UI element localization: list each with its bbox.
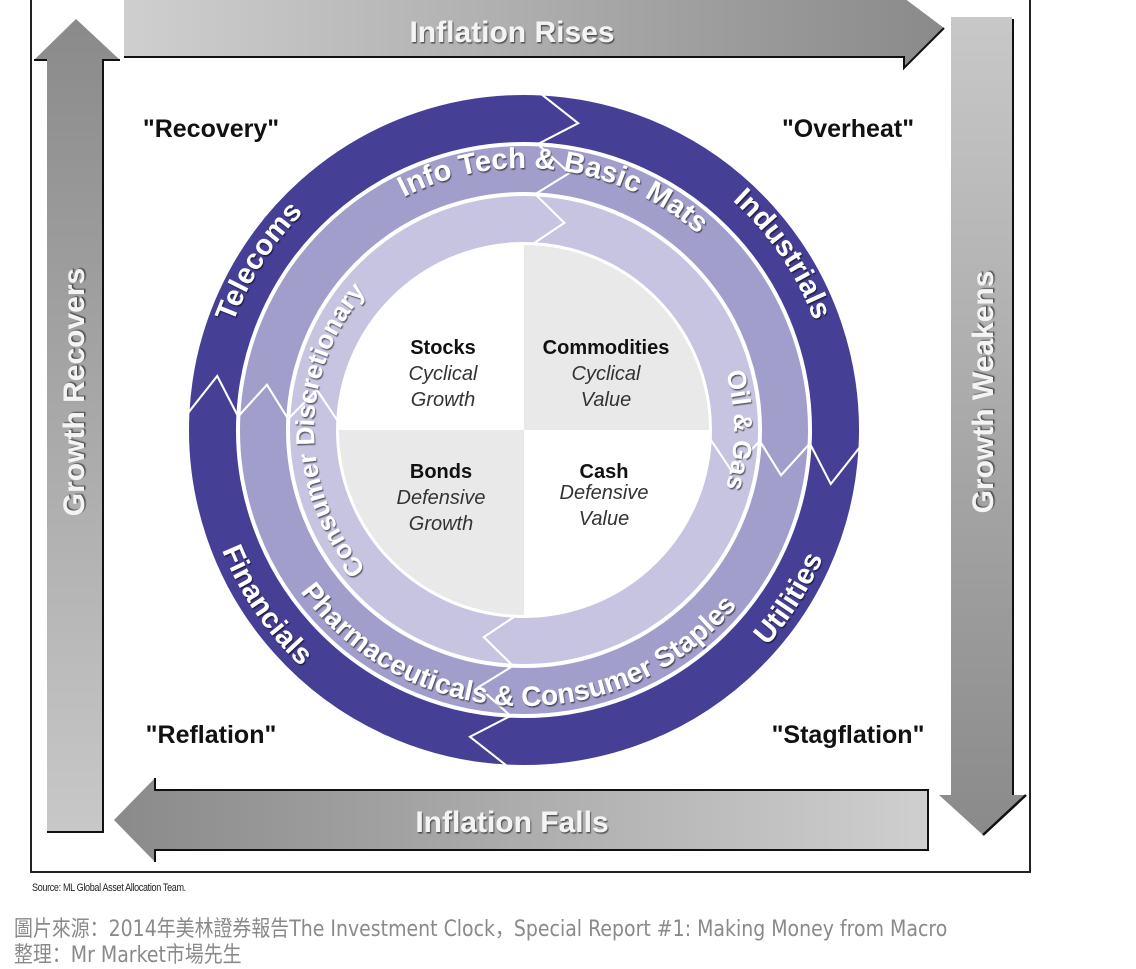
asset-style-bonds-1: Defensive <box>397 487 486 509</box>
asset-style-stocks-1: Cyclical <box>409 363 478 385</box>
phase-label-stagflation: "Stagflation" <box>772 721 925 749</box>
phase-label-reflation: "Reflation" <box>146 721 277 749</box>
inner-ring-segment-top-left <box>288 194 566 424</box>
quadrant-commodities <box>524 245 709 430</box>
asset-quadrants: Stocks Cyclical Growth Commodities Cycli… <box>339 245 709 615</box>
asset-style-cash-1: Defensive <box>560 482 649 504</box>
quadrant-bonds <box>339 430 524 615</box>
arrow-label-growth-weakens: Growth Weakens <box>967 271 1000 514</box>
sector-rings <box>187 93 861 767</box>
arrow-label-inflation-falls: Inflation Falls <box>415 806 608 839</box>
asset-name-bonds: Bonds <box>410 461 472 483</box>
outer-ring-segment-top-left <box>187 93 580 419</box>
arrow-label-inflation-rises: Inflation Rises <box>409 16 614 49</box>
arrow-inflation-rises: Inflation Rises <box>124 0 945 71</box>
asset-style-stocks-2: Growth <box>411 389 475 411</box>
caption-editor-line: 整理：Mr Market市場先生 <box>14 943 242 968</box>
arrow-inflation-falls: Inflation Falls <box>114 778 929 862</box>
source-note: Source: ML Global Asset Allocation Team. <box>32 882 186 894</box>
asset-style-bonds-2: Growth <box>409 513 473 535</box>
investment-clock-diagram: Inflation Rises Growth Weakens Inflation… <box>34 0 1027 862</box>
asset-style-commodities-2: Value <box>581 389 631 411</box>
arrow-growth-recovers: Growth Recovers <box>34 19 120 833</box>
quadrant-cash <box>524 430 709 615</box>
asset-name-stocks: Stocks <box>410 337 476 359</box>
asset-name-commodities: Commodities <box>543 337 670 359</box>
asset-style-commodities-1: Cyclical <box>572 363 641 385</box>
phase-label-recovery: "Recovery" <box>143 115 279 143</box>
arrow-label-growth-recovers: Growth Recovers <box>58 268 91 516</box>
caption-source-line: 圖片來源：2014年美林證券報告The Investment Clock，Spe… <box>14 917 948 942</box>
asset-name-cash: Cash <box>580 461 629 483</box>
middle-ring-segment-top-left <box>238 144 571 421</box>
quadrant-stocks <box>339 245 524 430</box>
phase-label-overheat: "Overheat" <box>782 115 914 143</box>
asset-style-cash-2: Value <box>579 508 629 530</box>
arrow-growth-weakens: Growth Weakens <box>939 17 1027 836</box>
